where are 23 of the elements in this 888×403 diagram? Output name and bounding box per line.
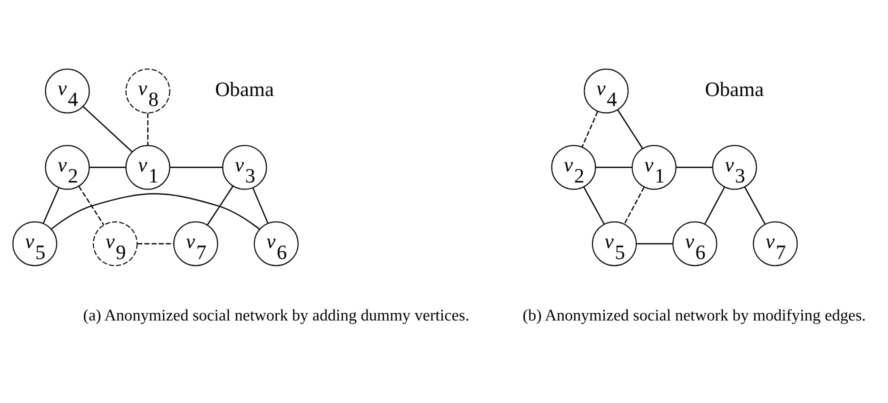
connector (704, 186, 726, 224)
connector (582, 110, 598, 147)
connector (147, 112, 148, 145)
connector (617, 109, 644, 148)
connector (170, 166, 223, 168)
connector (42, 187, 60, 224)
connector (624, 186, 645, 224)
connector (676, 166, 713, 168)
connector (206, 185, 234, 225)
node-label: Obama (215, 78, 274, 101)
connector (137, 242, 174, 244)
connector (89, 166, 126, 168)
connector (50, 192, 260, 230)
connector (596, 166, 632, 168)
node-label: Obama (705, 78, 764, 101)
connector (744, 186, 766, 224)
label: (b) Anonymized social network by modifying edges. (522, 304, 866, 324)
connector (78, 186, 104, 225)
label: (a) Anonymized social network by adding dummy vertices. (83, 304, 470, 324)
connector (636, 242, 673, 244)
connector (583, 186, 605, 224)
connector (82, 106, 133, 152)
connector (252, 187, 268, 224)
